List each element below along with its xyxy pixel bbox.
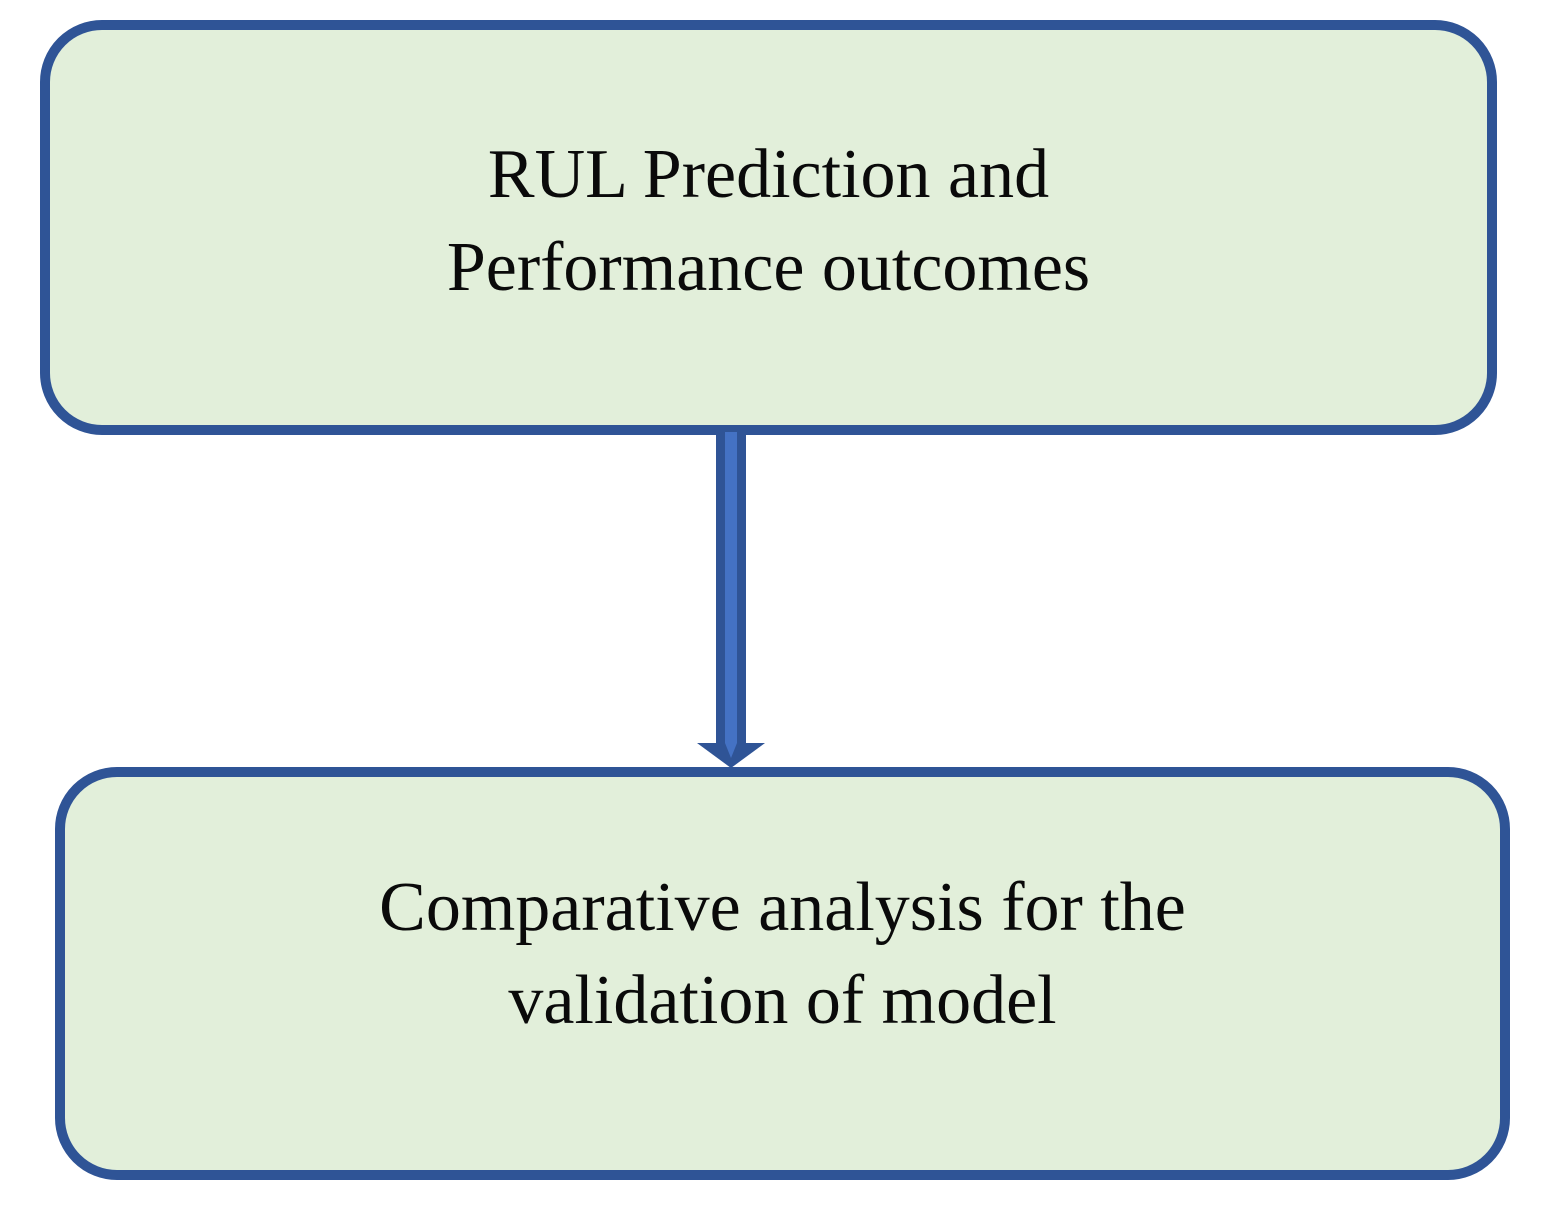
node-label-line: RUL Prediction and — [487, 136, 1050, 214]
down-arrow-connector — [697, 432, 765, 768]
node-label-line: Performance outcomes — [446, 228, 1091, 306]
node-label-line: Comparative analysis for the — [379, 869, 1186, 947]
node-rul-prediction: RUL Prediction and Performance outcomes — [40, 20, 1497, 435]
arrowhead-core — [725, 743, 737, 758]
node-comparative-analysis: Comparative analysis for the validation … — [55, 767, 1510, 1180]
node-comparative-analysis-label: Comparative analysis for the validation … — [379, 862, 1186, 1047]
node-label-line: validation of model — [508, 961, 1057, 1039]
node-rul-prediction-label: RUL Prediction and Performance outcomes — [447, 129, 1090, 314]
arrow-shaft-core — [725, 432, 737, 743]
